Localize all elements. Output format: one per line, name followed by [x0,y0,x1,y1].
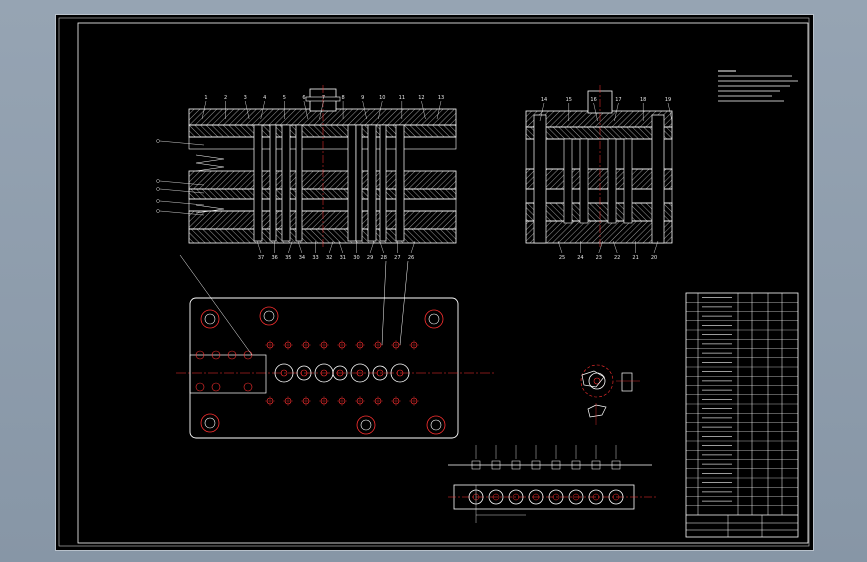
part-callout: 23 [596,255,602,261]
guide-post-hole [259,306,279,326]
strip-layout [448,445,656,523]
part-callout: 31 [340,255,346,261]
part-callout: 21 [632,255,638,261]
guide-post-hole [356,415,376,435]
part-callout: 25 [559,255,565,261]
strip-station [588,489,604,505]
die-opening [274,363,294,383]
part-callout: 10 [379,95,385,101]
part-callout: 6 [302,95,305,101]
pin-hole [211,350,221,360]
strip-station [608,489,624,505]
part-callout: 13 [438,95,444,101]
punch [355,124,363,242]
part-callout: 33 [312,255,318,261]
guide-post-hole [200,309,220,329]
pin-hole [195,382,205,392]
part-callout: 16 [590,97,596,103]
punch [395,124,405,242]
part-callout: 36 [271,255,277,261]
part-callout: 30 [353,255,359,261]
pin-hole [195,350,205,360]
part-callout: 26 [408,255,414,261]
pin-hole [211,382,221,392]
part-callout: 17 [615,97,621,103]
outer-frame [58,17,810,547]
part-callout: 32 [326,255,332,261]
strip-station [528,489,544,505]
inner-frame [77,22,809,544]
part-detail-view [580,364,640,425]
part-callout: 2 [224,95,227,101]
die-plan-view [176,254,494,439]
guide-post-hole [200,413,220,433]
punch [347,124,357,242]
die-opening [296,365,312,381]
part-callout: 18 [640,97,646,103]
part-callout: 24 [577,255,583,261]
die-opening [372,365,388,381]
part-callout: 22 [614,255,620,261]
guide-post-hole [426,415,446,435]
pin-hole [243,382,253,392]
guide-post-hole [424,309,444,329]
strip-station [488,489,504,505]
part-callout: 27 [394,255,400,261]
part-callout: 7 [322,95,325,101]
die-opening [332,365,348,381]
die-opening [350,363,370,383]
part-callout: 1 [204,95,207,101]
part-callout: 3 [244,95,247,101]
side-section-view: 14 15 16 17 18 19 25 24 23 22 21 20 [525,85,673,261]
punch [379,124,387,242]
part-callout: 28 [381,255,387,261]
punch [269,124,277,242]
punch [295,124,303,242]
strip-station [548,489,564,505]
punch [281,124,291,242]
part-callout: 20 [651,255,657,261]
punch [367,124,377,242]
strip-station [568,489,584,505]
part-callout: 5 [283,95,286,101]
part-callout: 15 [566,97,572,103]
part-callout: 9 [361,95,364,101]
pin-hole [227,350,237,360]
part-callout: 11 [399,95,405,101]
bill-of-materials-table [685,292,799,538]
part-callout: 12 [418,95,424,101]
part-callout: 37 [258,255,264,261]
strip-station [508,489,524,505]
technical-notes [718,70,798,102]
part-callout: 8 [341,95,344,101]
part-callout: 34 [299,255,305,261]
die-opening [390,363,410,383]
part-callout: 29 [367,255,373,261]
part-callout: 19 [665,97,671,103]
part-callout: 14 [541,97,547,103]
punch [253,124,263,242]
part-callout: 35 [285,255,291,261]
part-callout: 4 [263,95,266,101]
